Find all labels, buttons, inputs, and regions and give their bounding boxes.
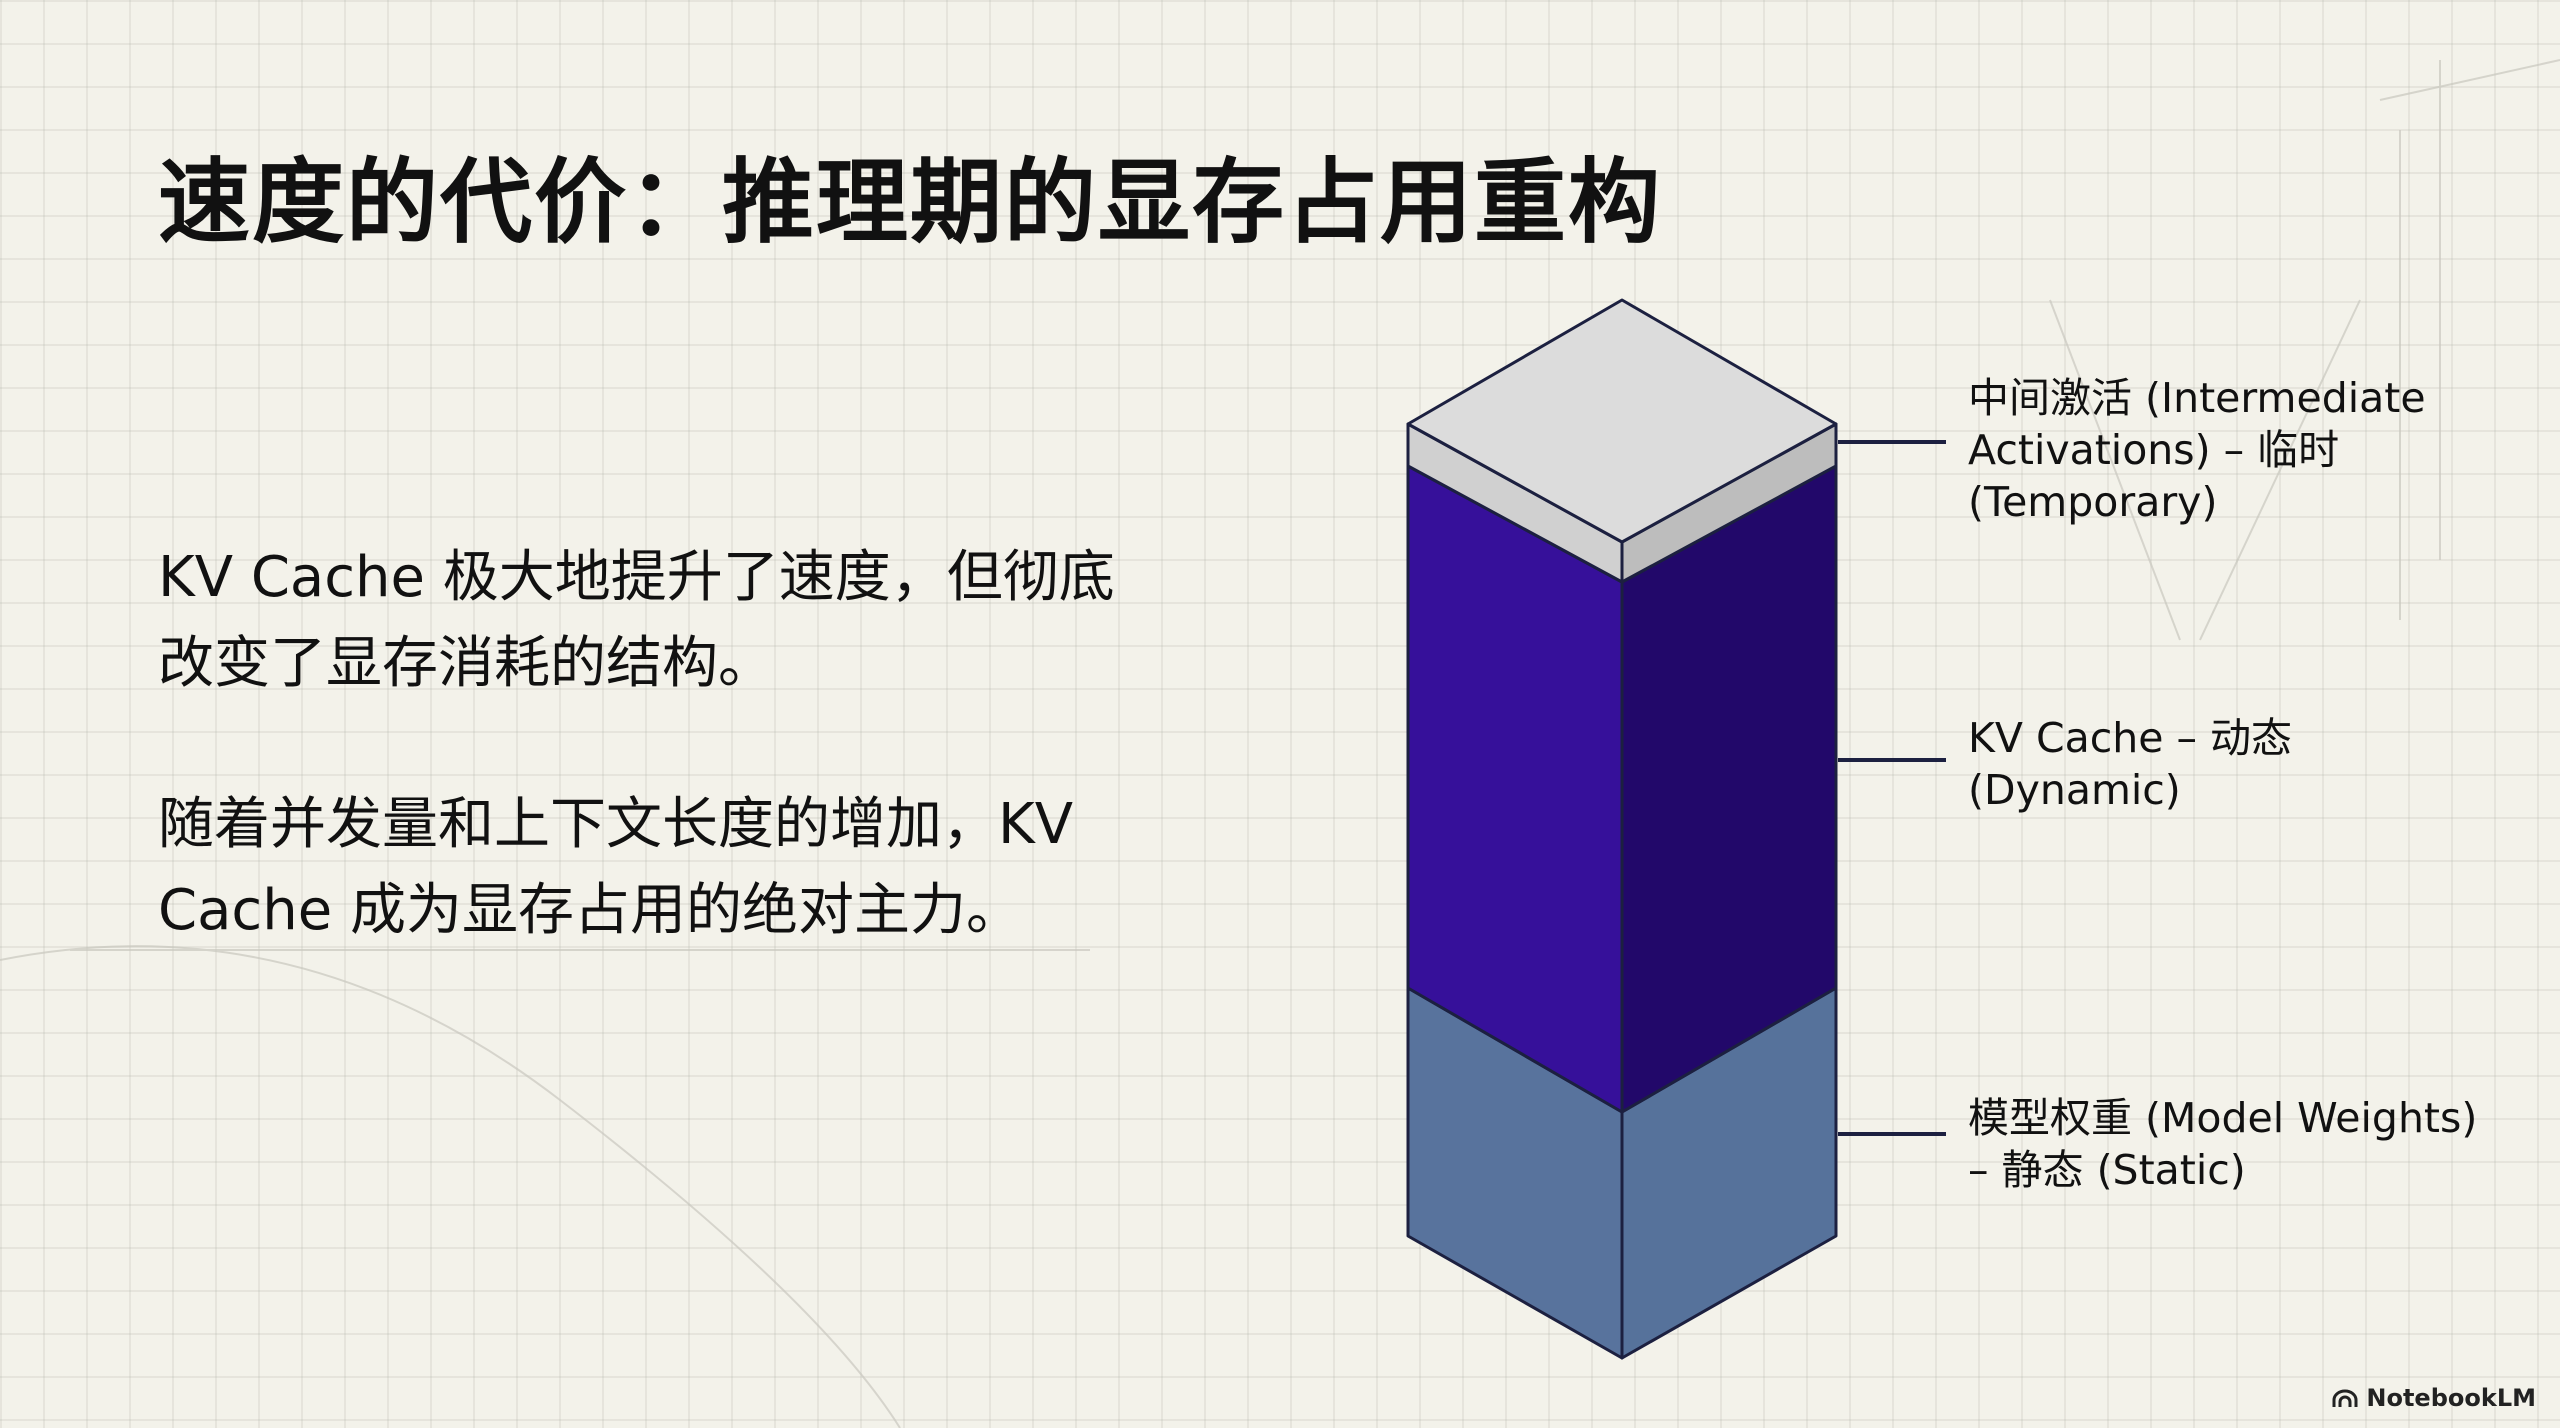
label-model-weights: 模型权重 (Model Weights) – 静态 (Static) — [1968, 1094, 2478, 1194]
notebooklm-watermark: NotebookLM — [2332, 1384, 2536, 1412]
layer-intermediate-activations — [1406, 298, 1838, 584]
paragraph-kv-cache-dominance: 随着并发量和上下文长度的增加，KV Cache 成为显存占用的绝对主力。 — [158, 792, 1074, 943]
paragraph-kv-cache-speed: KV Cache 极大地提升了速度，但彻底改变了显存消耗的结构。 — [158, 545, 1115, 696]
label-intermediate-activations: 中间激活 (Intermediate Activations) – 临时 (Te… — [1968, 374, 2426, 526]
slide-title: 速度的代价：推理期的显存占用重构 — [158, 149, 1663, 256]
brand-name: NotebookLM — [2366, 1384, 2536, 1412]
layer-model-weights — [1406, 986, 1838, 1360]
notebooklm-logo-icon — [2332, 1389, 2358, 1407]
layer-kv-cache — [1406, 464, 1838, 1114]
label-kv-cache: KV Cache – 动态 (Dynamic) — [1968, 714, 2293, 814]
